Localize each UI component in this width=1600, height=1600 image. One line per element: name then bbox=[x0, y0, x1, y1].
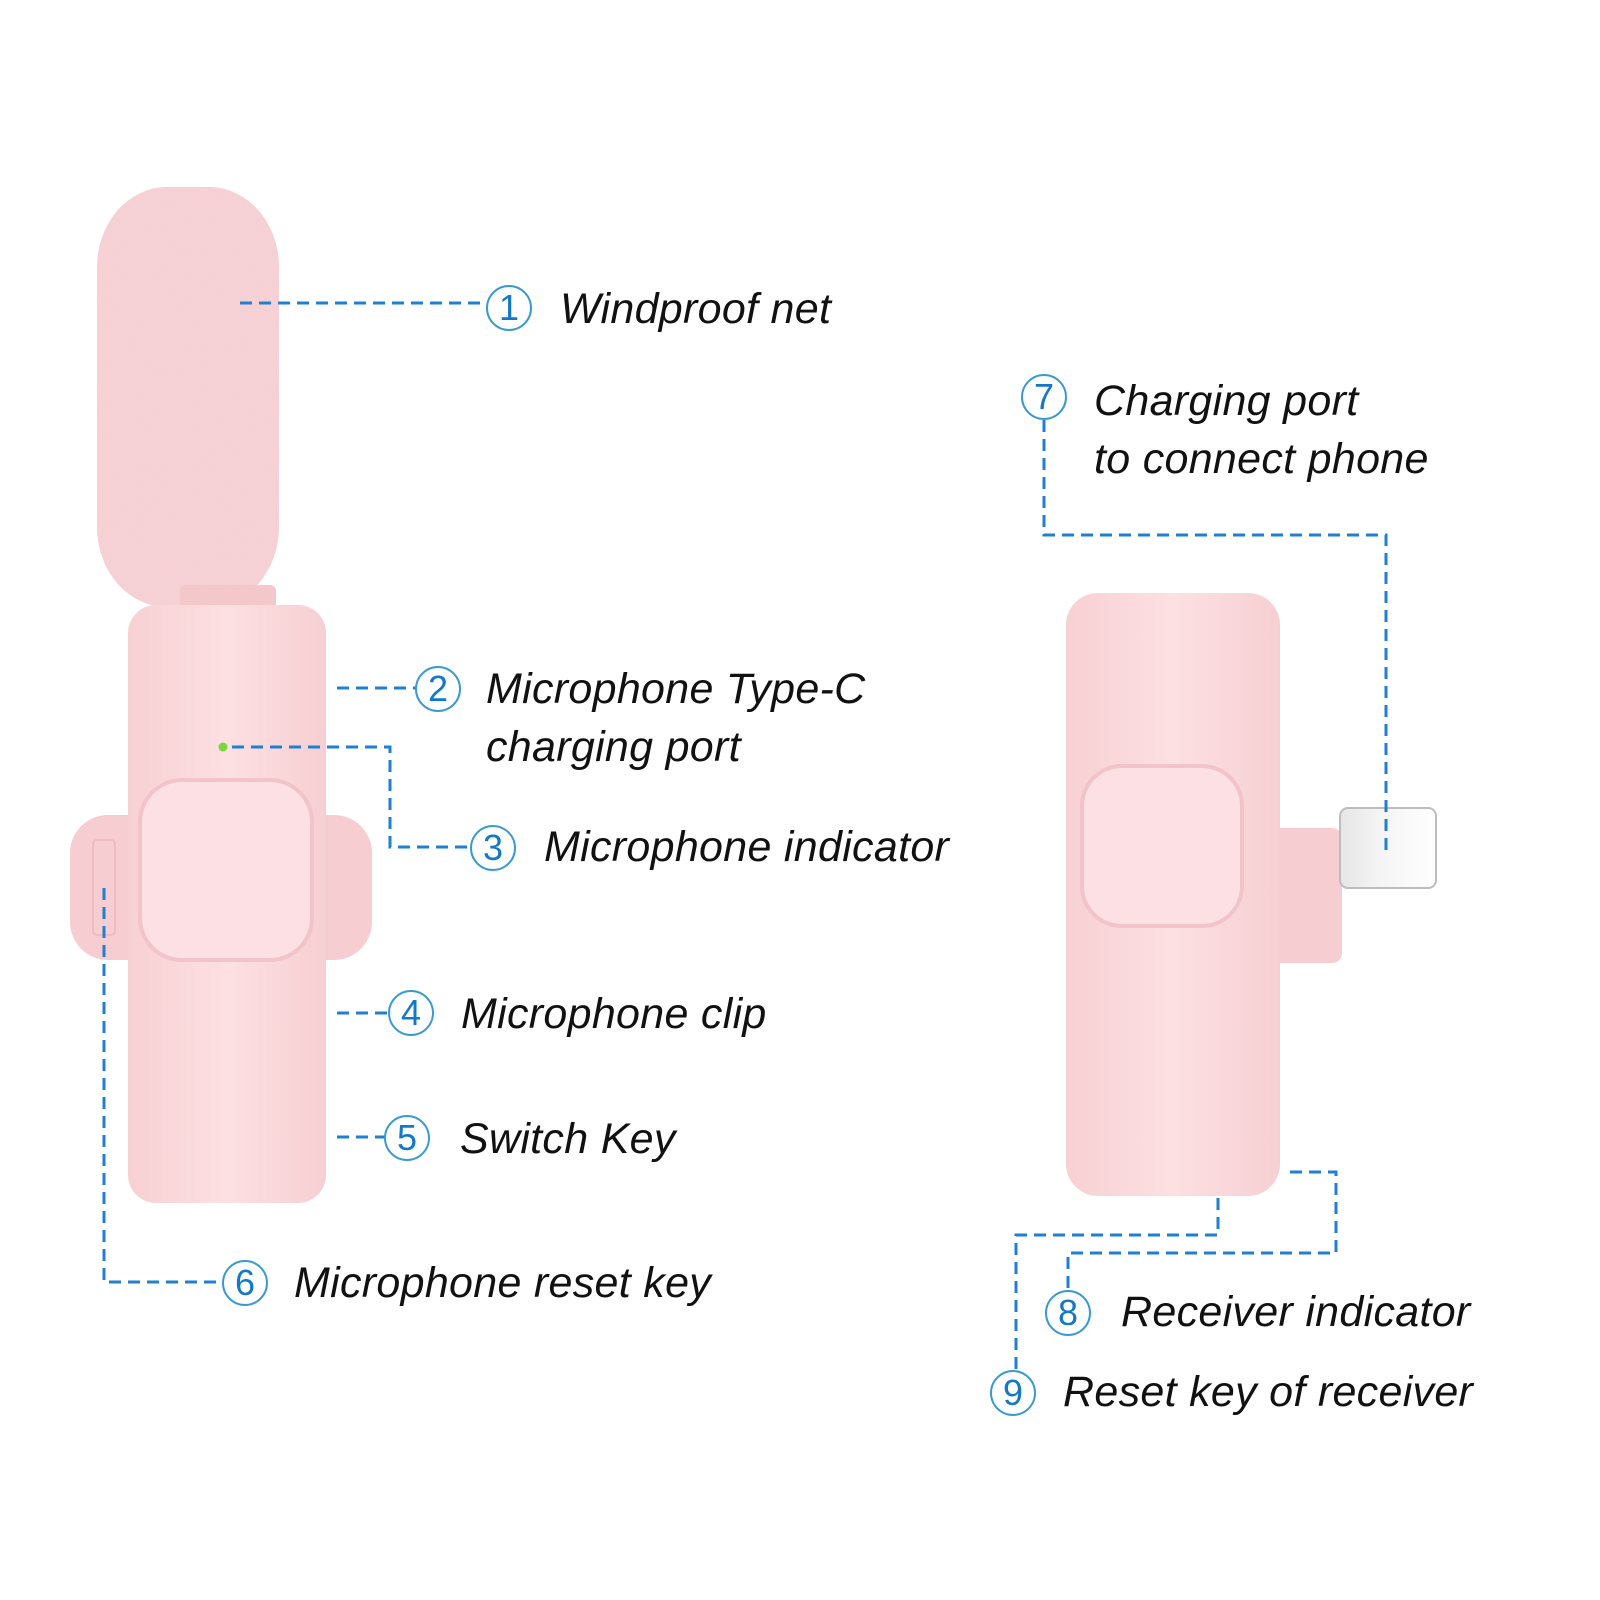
label-microphone-indicator: Microphone indicator bbox=[544, 818, 949, 876]
label-type-c-charging-port: Microphone Type-C charging port bbox=[486, 660, 866, 776]
receiver-plug-base bbox=[1260, 828, 1342, 963]
label-microphone-clip: Microphone clip bbox=[461, 985, 767, 1043]
leader-line-3 bbox=[232, 745, 472, 849]
label-line: to connect phone bbox=[1094, 435, 1429, 483]
callout-badge-1: 1 bbox=[486, 285, 532, 331]
mic-button bbox=[138, 778, 314, 962]
callout-badge-8: 8 bbox=[1045, 1290, 1091, 1336]
label-line: Microphone clip bbox=[461, 990, 767, 1038]
label-switch-key: Switch Key bbox=[460, 1110, 676, 1168]
leader-lines bbox=[102, 301, 1388, 1370]
callout-badge-9: 9 bbox=[990, 1370, 1036, 1416]
callout-badge-7: 7 bbox=[1021, 374, 1067, 420]
receiver bbox=[1066, 593, 1437, 1196]
callout-badge-6: 6 bbox=[222, 1260, 268, 1306]
callout-badge-3: 3 bbox=[470, 825, 516, 871]
callout-badge-4: 4 bbox=[388, 990, 434, 1036]
label-line: charging port bbox=[486, 723, 741, 771]
label-line: Microphone Type-C bbox=[486, 665, 866, 713]
windproof-foam bbox=[97, 187, 279, 607]
leader-line-8 bbox=[1066, 1170, 1338, 1290]
label-line: Switch Key bbox=[460, 1115, 676, 1163]
label-receiver-indicator: Receiver indicator bbox=[1121, 1283, 1471, 1341]
label-line: Receiver indicator bbox=[1121, 1288, 1471, 1336]
label-line: Microphone reset key bbox=[294, 1259, 712, 1307]
mic-indicator-led bbox=[218, 742, 228, 752]
leader-line-9 bbox=[1014, 1198, 1220, 1370]
label-microphone-reset-key: Microphone reset key bbox=[294, 1254, 711, 1312]
label-line: Microphone indicator bbox=[544, 823, 950, 871]
microphone bbox=[70, 187, 372, 1203]
label-line: Charging port bbox=[1094, 377, 1359, 425]
receiver-button bbox=[1080, 764, 1244, 928]
leader-line-7 bbox=[1042, 420, 1388, 850]
label-charging-port-phone: Charging port to connect phone bbox=[1094, 372, 1429, 488]
label-line: Windproof net bbox=[560, 285, 832, 333]
callout-badge-5: 5 bbox=[384, 1115, 430, 1161]
label-line: Reset key of receiver bbox=[1063, 1368, 1474, 1416]
lightning-connector bbox=[1339, 807, 1437, 889]
label-windproof-net: Windproof net bbox=[560, 280, 831, 338]
callout-badge-2: 2 bbox=[415, 666, 461, 712]
label-receiver-reset-key: Reset key of receiver bbox=[1063, 1363, 1473, 1421]
